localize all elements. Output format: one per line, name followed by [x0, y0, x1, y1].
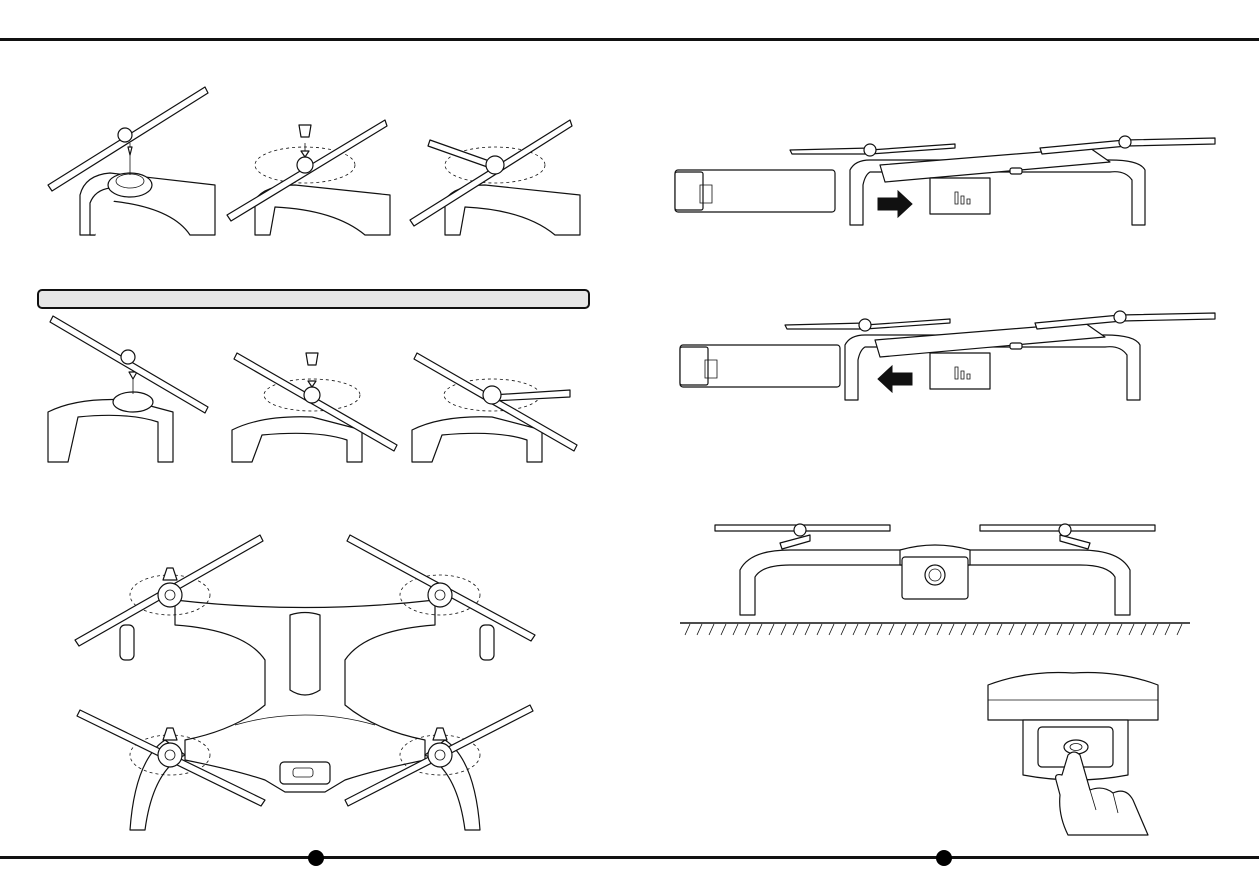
top-rule — [0, 38, 1259, 41]
ground-hatching — [685, 624, 1182, 635]
right-page-marker — [936, 850, 952, 866]
camera-button-closeup — [988, 665, 1158, 835]
remove-arrow-icon — [878, 366, 912, 392]
propeller-install-step-3 — [405, 115, 580, 240]
drone-top-view — [75, 530, 535, 840]
propeller-install-step-4 — [48, 312, 213, 462]
propeller-install-step-1 — [40, 85, 215, 240]
propeller-install-step-5 — [232, 345, 402, 462]
battery-insert-figure — [670, 130, 1215, 230]
insert-arrow-icon — [878, 191, 912, 217]
bottom-rule — [0, 856, 1259, 859]
left-page-marker — [308, 850, 324, 866]
drone-front-view — [680, 515, 1190, 645]
propeller-install-step-6 — [412, 345, 582, 462]
propeller-install-step-2 — [225, 115, 390, 240]
battery-remove-figure — [675, 305, 1215, 405]
section-banner — [37, 289, 590, 309]
